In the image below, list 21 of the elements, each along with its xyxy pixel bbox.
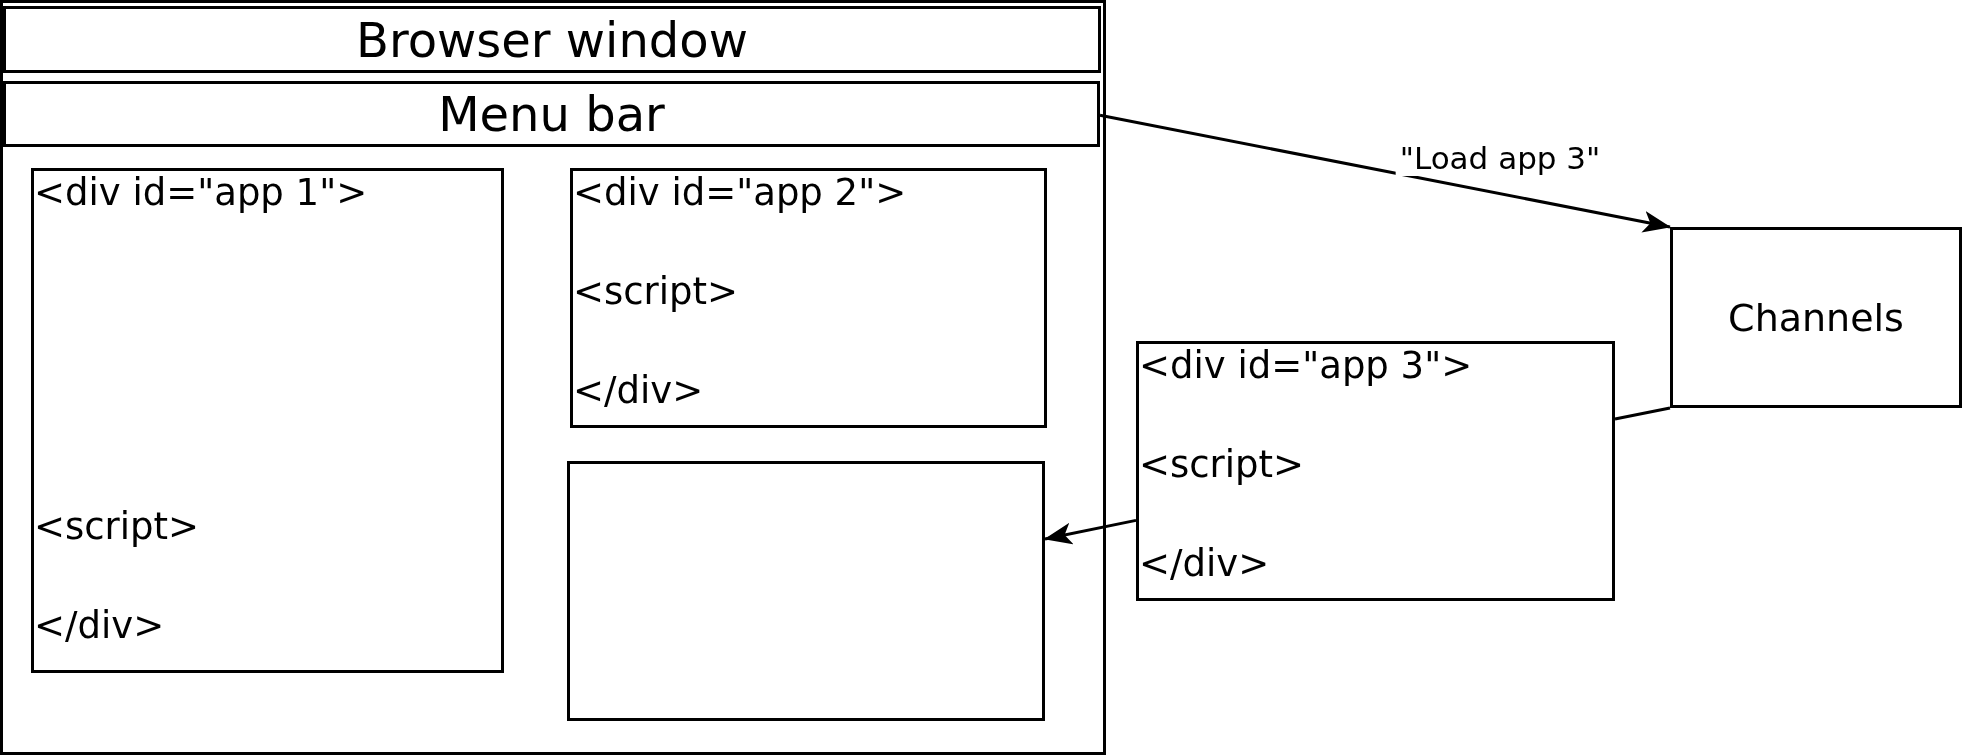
code-text: <div id="app 3"> xyxy=(1139,344,1473,387)
code-text: </div> xyxy=(34,604,165,647)
code-text: <script> xyxy=(1139,443,1305,486)
code-text: <div id="app 2"> xyxy=(573,171,907,214)
code-text: </div> xyxy=(1139,542,1270,585)
code-text: <script> xyxy=(573,270,739,313)
browser-window xyxy=(0,0,1106,755)
box xyxy=(31,168,504,673)
code-text: </div> xyxy=(573,369,704,412)
box xyxy=(570,168,1047,428)
arrow xyxy=(1099,113,1671,233)
box xyxy=(3,81,1100,147)
box-label: Channels xyxy=(1728,295,1904,340)
arrow xyxy=(1044,518,1137,545)
box xyxy=(1670,227,1962,408)
code-text: <div id="app 1"> xyxy=(34,171,368,214)
box-label: Menu bar xyxy=(438,86,665,142)
code-text: <script> xyxy=(34,505,200,548)
empty-box xyxy=(567,461,1045,721)
title-bar: Browser window xyxy=(3,6,1101,73)
box xyxy=(1136,341,1615,601)
